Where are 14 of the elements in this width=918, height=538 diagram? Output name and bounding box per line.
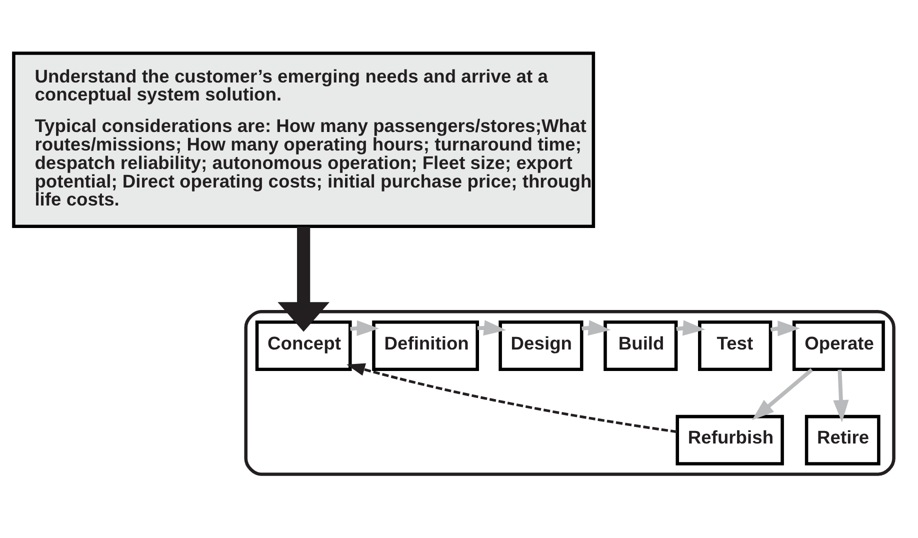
arrow <box>346 363 678 434</box>
cluster <box>244 310 896 476</box>
arrow <box>278 226 330 332</box>
arrow <box>752 368 814 420</box>
node-box: Test <box>698 320 772 371</box>
node-box: Refurbish <box>676 414 784 466</box>
node-box: Concept <box>255 320 352 371</box>
arrow <box>833 370 849 422</box>
node-box: Design <box>498 320 584 371</box>
node-box: Understand the customer’s emerging needs and arrive at a conceptual system solution. Typical considerations are: How many passengers/stores;What routes/missions; How many operating hours; turnaround time; despatch reliability; autonomous operation; Fleet size; export potential; Direct operating costs; initial purchase price; through life costs. <box>12 52 596 228</box>
node-box: Definition <box>372 320 479 371</box>
node-box: Build <box>604 320 678 371</box>
node-box: Retire <box>804 414 880 466</box>
node-box: Operate <box>792 320 885 371</box>
